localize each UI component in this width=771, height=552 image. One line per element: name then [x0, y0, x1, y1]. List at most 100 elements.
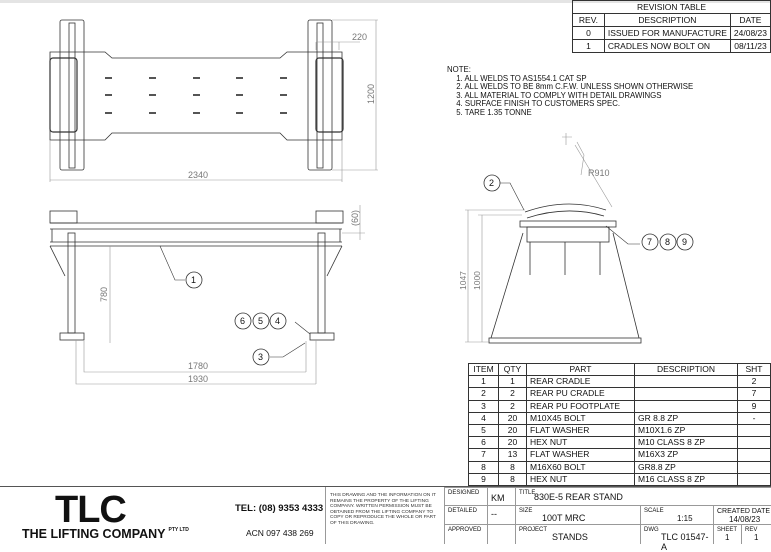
- scale-label: SCALE: [644, 508, 664, 514]
- svg-text:8: 8: [665, 237, 670, 247]
- svg-text:6: 6: [240, 316, 245, 326]
- callout-5: 5: [252, 312, 270, 330]
- callout-8: 8: [659, 233, 677, 251]
- detailed-label: DETAILED: [448, 508, 477, 514]
- dwg-label: DWG: [644, 527, 659, 533]
- note-item: 5. TARE 1.35 TONNE: [456, 106, 532, 117]
- rev-date-cell: 08/11/23: [729, 39, 771, 53]
- callout-balloons: 1 6 5 4 3 2 7 8 9: [185, 174, 694, 366]
- note-item: 2. ALL WELDS TO BE 8mm C.F.W. UNLESS SHO…: [456, 81, 694, 92]
- item-cell: 1: [468, 375, 499, 389]
- detailed-value: --: [491, 509, 497, 519]
- sht-cell: 2: [737, 375, 771, 389]
- item-cell: 9: [468, 472, 499, 486]
- company-name-text: THE LIFTING COMPANY: [22, 527, 166, 541]
- qty-cell: 1: [498, 375, 527, 389]
- part-cell: M16X60 BOLT: [526, 460, 635, 474]
- description-cell: [634, 399, 738, 413]
- header-date: DATE: [729, 13, 771, 27]
- callout-2: 2: [483, 174, 501, 192]
- notes: NOTE: 1. ALL WELDS TO AS1554.1 CAT SP 2.…: [447, 65, 693, 117]
- callout-1: 1: [185, 271, 203, 289]
- designed-value: KM: [491, 493, 505, 503]
- rev-cell: 0: [572, 26, 605, 40]
- item-cell: 5: [468, 423, 499, 438]
- acn: ACN 097 438 269: [246, 528, 314, 538]
- rev-value: 1: [754, 533, 759, 542]
- sht-cell: 7: [737, 387, 771, 401]
- dim-1000: 1000: [472, 271, 482, 290]
- callout-9: 9: [676, 233, 694, 251]
- sht-cell: [737, 472, 771, 486]
- svg-text:1: 1: [191, 275, 196, 285]
- dim-780: 780: [99, 287, 109, 302]
- description-cell: M16 CLASS 8 ZP: [634, 472, 738, 486]
- sht-cell: [737, 436, 771, 450]
- header-description: DESCRIPTION: [634, 362, 738, 377]
- svg-text:7: 7: [647, 237, 652, 247]
- note-item: 1. ALL WELDS TO AS1554.1 CAT SP: [456, 72, 587, 83]
- sht-cell: 9: [737, 399, 771, 413]
- rev-description-cell: ISSUED FOR MANUFACTURE: [603, 26, 731, 40]
- svg-text:5: 5: [258, 316, 263, 326]
- notes-heading: NOTE:: [447, 64, 471, 74]
- header-description: DESCRIPTION: [603, 13, 731, 27]
- sht-cell: [737, 448, 771, 462]
- qty-cell: 2: [498, 399, 527, 413]
- part-cell: HEX NUT: [526, 472, 635, 486]
- part-cell: M10X45 BOLT: [526, 411, 635, 425]
- copyright-notice: THIS DRAWING AND THE INFORMATION ON IT R…: [330, 493, 436, 526]
- header-rev: REV.: [572, 13, 605, 27]
- callout-3: 3: [252, 348, 270, 366]
- description-cell: [634, 375, 738, 389]
- rev-description-cell: CRADLES NOW BOLT ON: [603, 39, 731, 53]
- qty-cell: 20: [498, 423, 527, 438]
- dim-220: 220: [352, 32, 367, 42]
- qty-cell: 2: [498, 387, 527, 401]
- qty-cell: 20: [498, 411, 527, 425]
- sht-cell: -: [737, 411, 771, 425]
- item-cell: 2: [468, 387, 499, 401]
- part-cell: REAR PU CRADLE: [526, 387, 635, 401]
- tlc-logo: TLC: [55, 489, 127, 531]
- note-item: 4. SURFACE FINISH TO CUSTOMERS SPEC.: [456, 98, 621, 109]
- drawing-views: 2340 1200 220 (60) 780 1780 1930 R910 10…: [49, 19, 694, 385]
- header-part: PART: [526, 362, 635, 377]
- title-label: TITLE: [519, 490, 536, 496]
- sheet-value: 1: [725, 533, 730, 542]
- callout-4: 4: [269, 312, 287, 330]
- drawing-title: 830E-5 REAR STAND: [534, 492, 623, 502]
- part-cell: HEX NUT: [526, 436, 635, 450]
- svg-text:2: 2: [489, 178, 494, 188]
- project-label: PROJECT: [519, 527, 548, 533]
- dim-1930: 1930: [188, 374, 208, 384]
- size-value: 100T MRC: [542, 513, 586, 523]
- project-value: STANDS: [552, 532, 588, 542]
- telephone: TEL: (08) 9353 4333: [235, 503, 324, 514]
- dim-2340: 2340: [188, 170, 208, 180]
- dim-1200: 1200: [366, 84, 376, 104]
- item-cell: 8: [468, 460, 499, 474]
- header-item: ITEM: [468, 362, 499, 377]
- qty-cell: 13: [498, 448, 527, 462]
- qty-cell: 20: [498, 436, 527, 450]
- dim-r910: R910: [588, 168, 610, 178]
- part-cell: REAR PU FOOTPLATE: [526, 399, 635, 413]
- page-top-band: [0, 0, 771, 3]
- front-view: (60) 780 1780 1930: [49, 205, 365, 385]
- part-cell: FLAT WASHER: [526, 423, 635, 438]
- sht-cell: [737, 460, 771, 474]
- dwg-number: TLC 01547-A: [661, 532, 709, 552]
- company-suffix: PTY LTD: [168, 527, 189, 533]
- description-cell: GR 8.8 ZP: [634, 411, 738, 425]
- item-cell: 7: [468, 448, 499, 462]
- description-cell: GR8.8 ZP: [634, 460, 738, 474]
